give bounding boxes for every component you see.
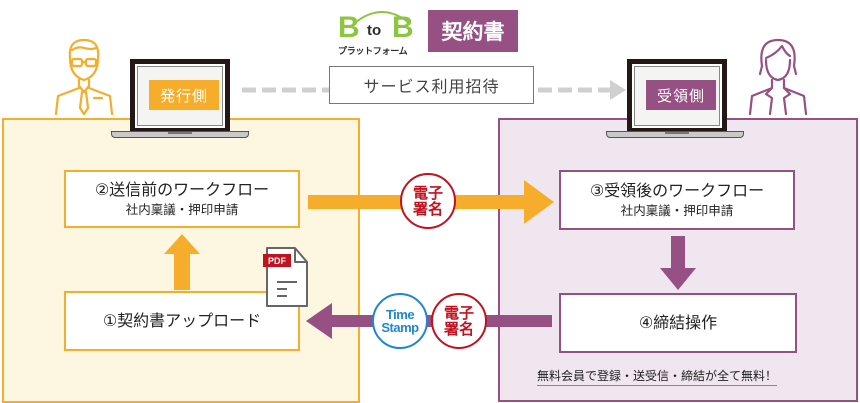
step-2-subtitle: 社内稟議・押印申請: [125, 202, 239, 217]
pdf-file-icon: PDF: [263, 246, 309, 308]
step-3-title: ③受領後のワークフロー: [589, 181, 765, 200]
free-membership-note: 無料会員で登録・送受信・締結が全て無料！: [537, 367, 778, 386]
businesswoman-icon: [748, 38, 808, 116]
issuer-laptop-screen: 発行側: [130, 59, 230, 133]
step-1-title: ①契約書アップロード: [102, 311, 262, 330]
issuer-laptop-base: [111, 131, 249, 138]
arrow-down-step3-to-step4: [660, 236, 696, 290]
logo-b-left: B: [338, 11, 360, 44]
step-4-title: ④締結操作: [638, 313, 718, 332]
step-1-box: ①契約書アップロード: [64, 291, 300, 351]
logo: B to B プラットフォーム: [338, 8, 428, 57]
esign-seal-bottom: 電子 署名: [431, 293, 487, 349]
issuer-label: 発行側: [149, 80, 219, 110]
receiver-laptop: 受領側: [606, 59, 744, 138]
esign-seal-top-line1: 電子: [412, 184, 443, 202]
receiver-laptop-base: [606, 131, 744, 138]
issuer-laptop: 発行側: [111, 59, 249, 138]
arrow-left-step4-to-step1: [306, 303, 552, 339]
esign-seal-bottom-line2: 署名: [443, 320, 474, 338]
pdf-badge: PDF: [263, 254, 291, 267]
issuer-laptop-notch: [168, 132, 192, 134]
step-2-box: ②送信前のワークフロー 社内稟議・押印申請: [64, 170, 300, 228]
businessman-icon: [54, 38, 114, 116]
step-3-subtitle: 社内稟議・押印申請: [620, 203, 734, 218]
logo-to: to: [367, 22, 382, 39]
step-2-title: ②送信前のワークフロー: [94, 180, 270, 199]
receiver-laptop-notch: [665, 132, 689, 134]
esign-seal-top: 電子 署名: [400, 173, 456, 229]
timestamp-seal-line2: Stamp: [381, 320, 419, 335]
timestamp-seal-line1: Time: [385, 307, 415, 322]
invitation-dashed-arrow: [242, 80, 626, 100]
esign-seal-top-line2: 署名: [412, 200, 443, 218]
logo-subtitle: プラットフォーム: [338, 47, 408, 57]
logo-b-right: B: [392, 11, 414, 44]
logo-badge: 契約書: [428, 10, 518, 52]
timestamp-seal: Time Stamp: [372, 293, 428, 349]
receiver-laptop-screen: 受領側: [627, 59, 727, 133]
esign-seal-bottom-line1: 電子: [443, 304, 474, 322]
logo-arc-icon: [355, 11, 409, 23]
receiver-label: 受領側: [646, 80, 716, 110]
invitation-label: サービス利用招待: [329, 66, 534, 104]
arrow-up-step1-to-step2: [164, 234, 200, 290]
step-4-box: ④締結操作: [559, 293, 797, 353]
step-3-box: ③受領後のワークフロー 社内稟議・押印申請: [559, 170, 795, 230]
